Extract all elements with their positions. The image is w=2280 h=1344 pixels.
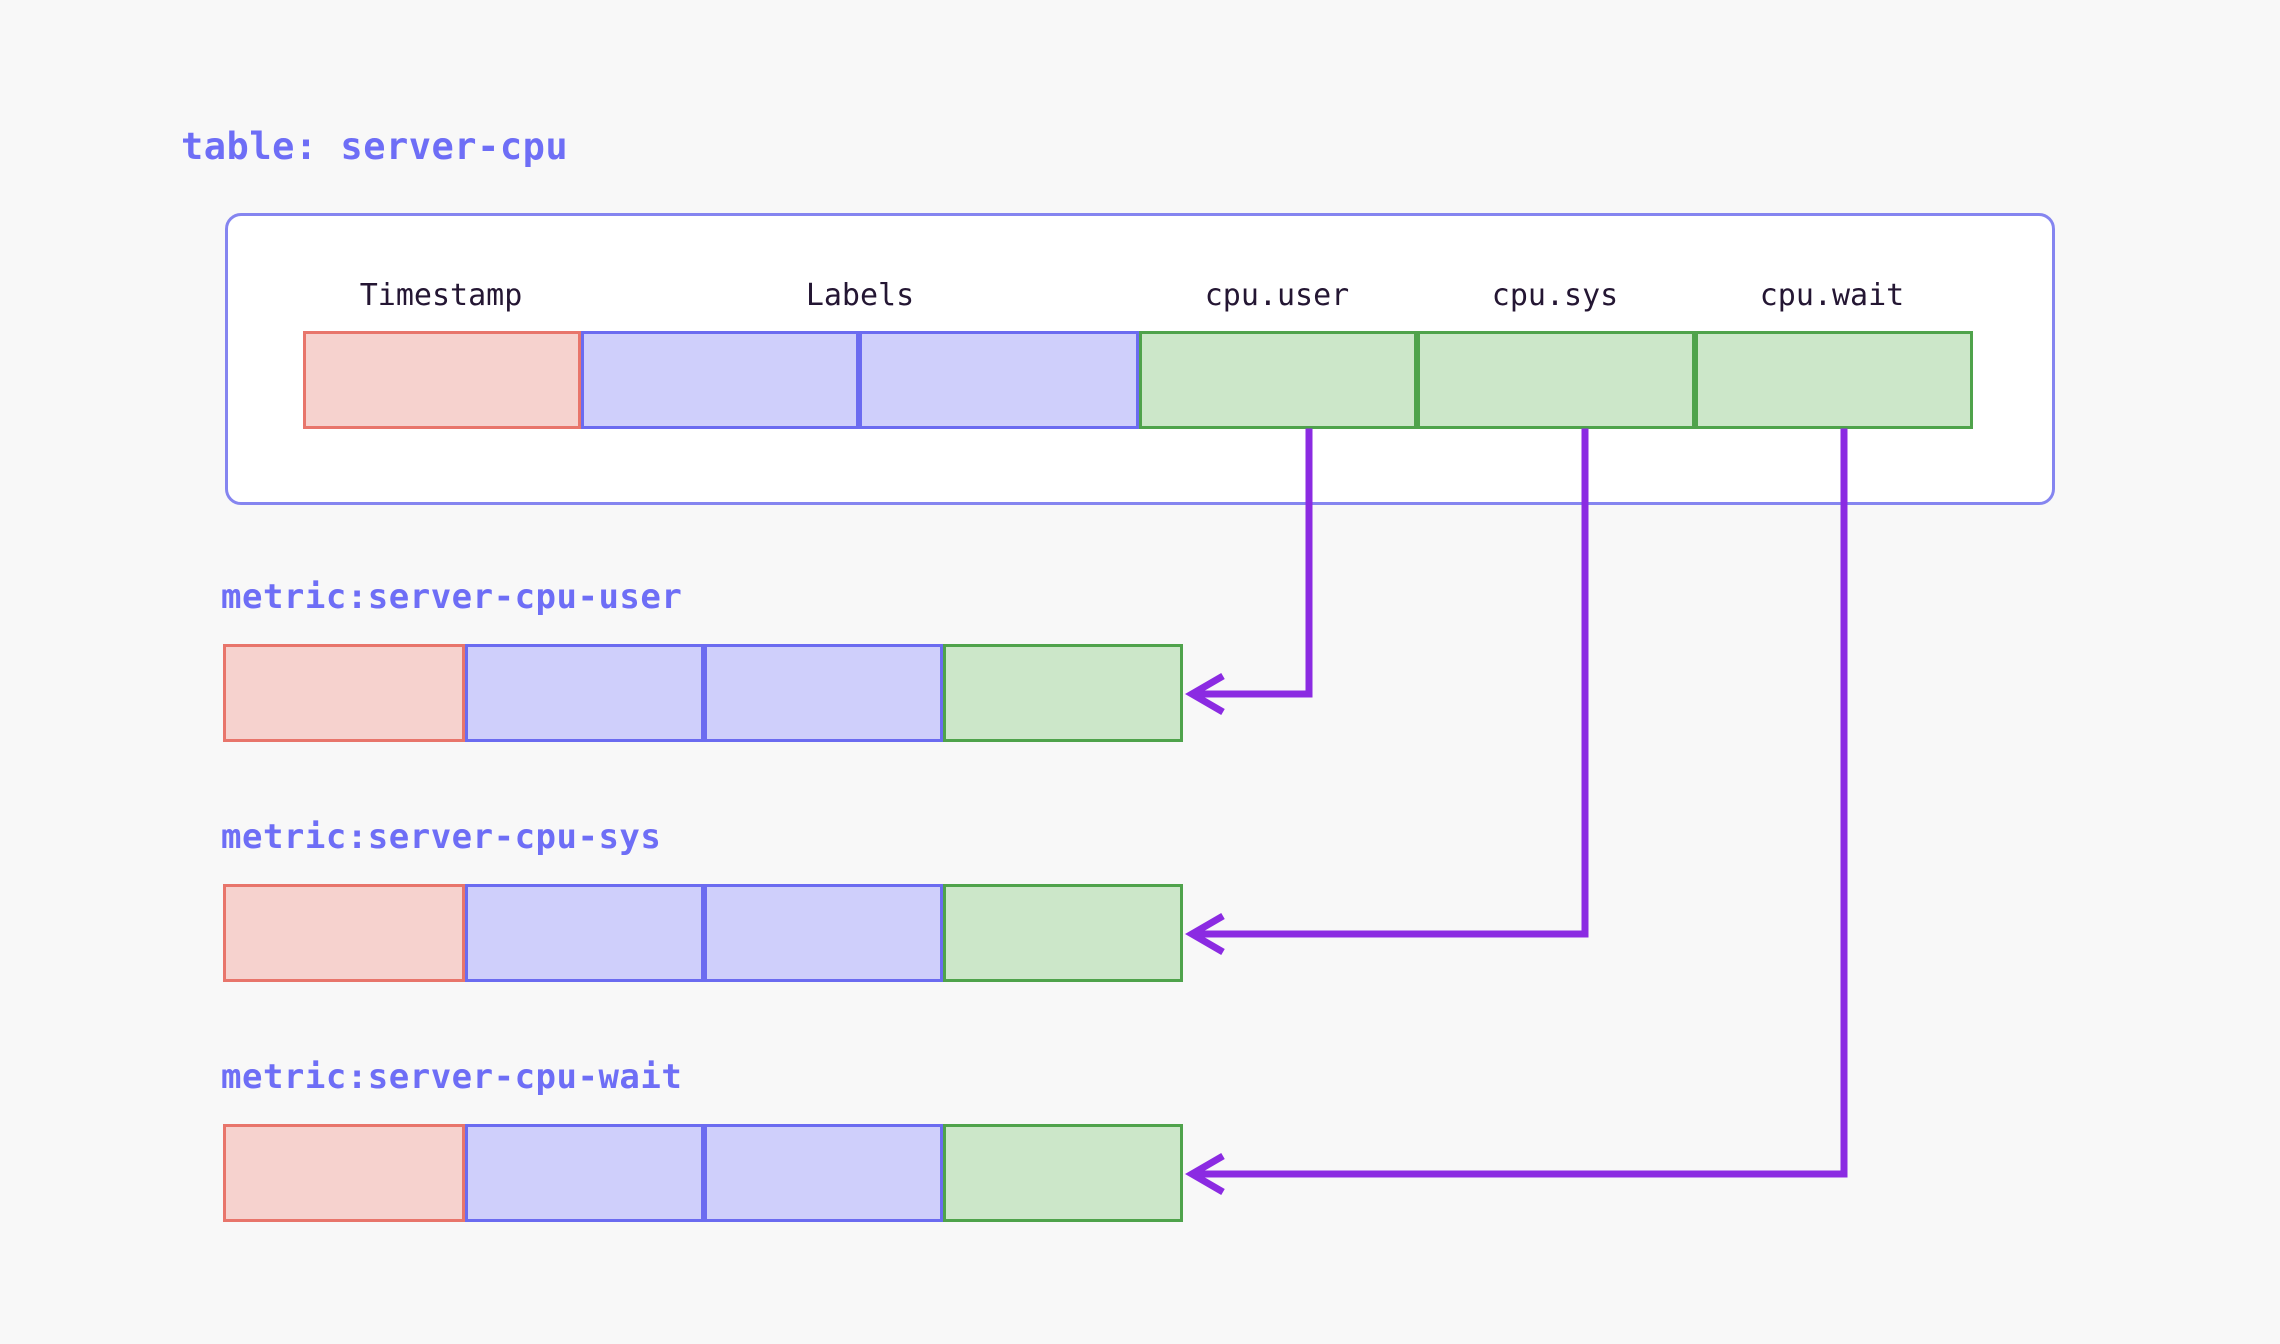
metric-sys-cell-value: [943, 884, 1183, 982]
table-cell-label-2: [859, 331, 1139, 429]
metric-wait-cell-value: [943, 1124, 1183, 1222]
table-cell-timestamp: [303, 331, 581, 429]
metric-user-cell-label-1: [465, 644, 704, 742]
connector-cpu-sys: [1185, 428, 1589, 956]
column-header-cpu-wait: cpu.wait: [1759, 278, 1905, 313]
metric-user-cell-timestamp: [223, 644, 465, 742]
column-header-labels: Labels: [805, 278, 915, 313]
metric-title-server-cpu-sys: metric:server-cpu-sys: [221, 817, 662, 857]
table-cell-cpu-wait: [1695, 331, 1973, 429]
column-header-cpu-sys: cpu.sys: [1491, 278, 1619, 313]
column-header-cpu-user: cpu.user: [1204, 278, 1350, 313]
metric-user-cell-label-2: [704, 644, 943, 742]
column-header-timestamp: Timestamp: [359, 278, 523, 313]
metric-user-cell-value: [943, 644, 1183, 742]
table-cell-label-1: [581, 331, 859, 429]
metric-title-server-cpu-user: metric:server-cpu-user: [221, 577, 683, 617]
metric-title-server-cpu-wait: metric:server-cpu-wait: [221, 1057, 683, 1097]
metric-wait-cell-label-2: [704, 1124, 943, 1222]
metric-sys-cell-label-1: [465, 884, 704, 982]
table-cell-cpu-sys: [1417, 331, 1695, 429]
connector-cpu-wait: [1185, 428, 1848, 1196]
table-title: table: server-cpu: [181, 125, 569, 168]
metric-wait-cell-timestamp: [223, 1124, 465, 1222]
metric-sys-cell-label-2: [704, 884, 943, 982]
metric-sys-cell-timestamp: [223, 884, 465, 982]
metric-wait-cell-label-1: [465, 1124, 704, 1222]
table-cell-cpu-user: [1139, 331, 1417, 429]
